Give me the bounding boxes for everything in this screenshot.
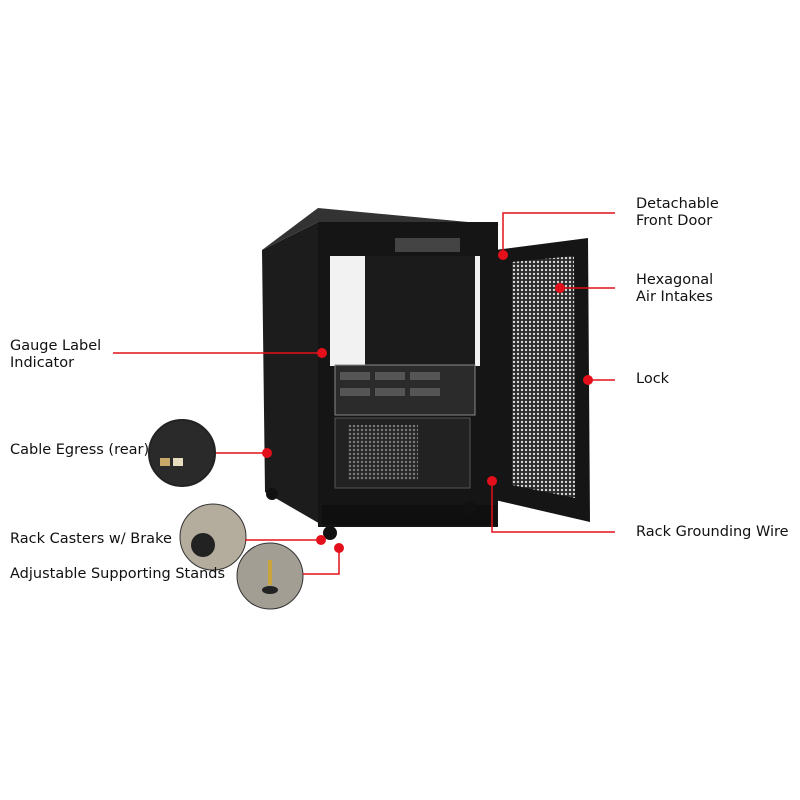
caster-inset	[179, 503, 247, 571]
door-marker-dot	[498, 250, 508, 260]
lock-callout: Lock	[636, 371, 670, 387]
door-label-line2: Front Door	[636, 213, 713, 229]
adjustable-stands-callout: Adjustable Supporting Stands	[10, 566, 226, 582]
caster-marker-dot	[316, 535, 326, 545]
cable-egress-callout: Cable Egress (rear)	[10, 442, 150, 458]
rack-casters-callout: Rack Casters w/ Brake	[10, 531, 172, 547]
callout-lines	[113, 212, 615, 575]
cabinet-top	[262, 208, 500, 250]
cabinet-side-panel	[262, 222, 322, 525]
gauge-label-callout: Gauge Label Indicator	[10, 338, 101, 372]
stand-marker-dot	[334, 543, 344, 553]
gauge-label-line1: Gauge Label	[10, 338, 102, 354]
intake-label-line1: Hexagonal	[636, 272, 714, 288]
grounding-wire-callout: Rack Grounding Wire	[636, 524, 789, 540]
door-label-line1: Detachable	[636, 196, 719, 212]
network-switch	[395, 238, 460, 252]
gauge-label-marker-dot	[317, 348, 327, 358]
lock-marker-dot	[583, 375, 593, 385]
gauge-label-line2: Indicator	[10, 355, 75, 371]
air-intake-marker-dot	[555, 283, 565, 293]
hexagonal-intakes-callout: Hexagonal Air Intakes	[636, 272, 713, 306]
detachable-door-callout: Detachable Front Door	[636, 196, 719, 230]
cable-egress-inset	[148, 419, 216, 487]
cable-egress-marker-dot	[262, 448, 272, 458]
intake-label-line2: Air Intakes	[636, 289, 713, 305]
door-perforated-panel	[512, 256, 575, 498]
grounding-marker-dot	[487, 476, 497, 486]
